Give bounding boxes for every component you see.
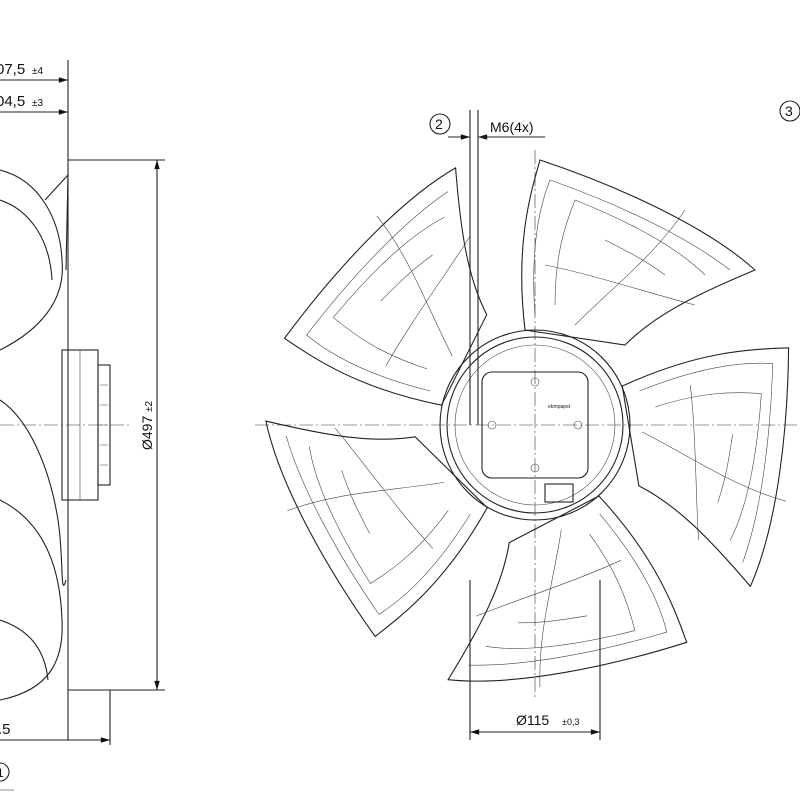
fan-blade xyxy=(521,159,757,346)
top-dim-1-tolerance: ±4 xyxy=(32,66,43,77)
bottom-dim-value: .5 xyxy=(0,721,11,738)
svg-text:2: 2 xyxy=(435,116,443,132)
logo-text: ebmpapst xyxy=(548,404,571,410)
callout-3: 3 xyxy=(779,100,800,122)
outer-diameter-tolerance: ±2 xyxy=(144,401,155,412)
side-view xyxy=(0,60,165,745)
callout-1: 1 xyxy=(0,762,14,791)
fan-blade xyxy=(447,495,688,688)
top-dim-1-value: 07,5 xyxy=(0,61,25,78)
callout-2: 2 xyxy=(429,113,451,135)
outer-diameter-value: Ø497 xyxy=(139,416,155,450)
hub-diameter-tolerance: ±0,3 xyxy=(562,717,579,727)
fan-blade xyxy=(621,347,790,588)
svg-text:3: 3 xyxy=(785,103,793,119)
top-dim-2-tolerance: ±3 xyxy=(32,98,43,109)
front-view: ebmpapst xyxy=(255,110,800,740)
fan-blade xyxy=(265,420,488,638)
hub-diameter-value: Ø115 xyxy=(516,712,549,728)
thread-label: M6(4x) xyxy=(490,119,534,135)
fan-blade xyxy=(283,166,488,406)
svg-text:1: 1 xyxy=(0,766,4,780)
top-dim-2-value: 04,5 xyxy=(0,93,25,110)
